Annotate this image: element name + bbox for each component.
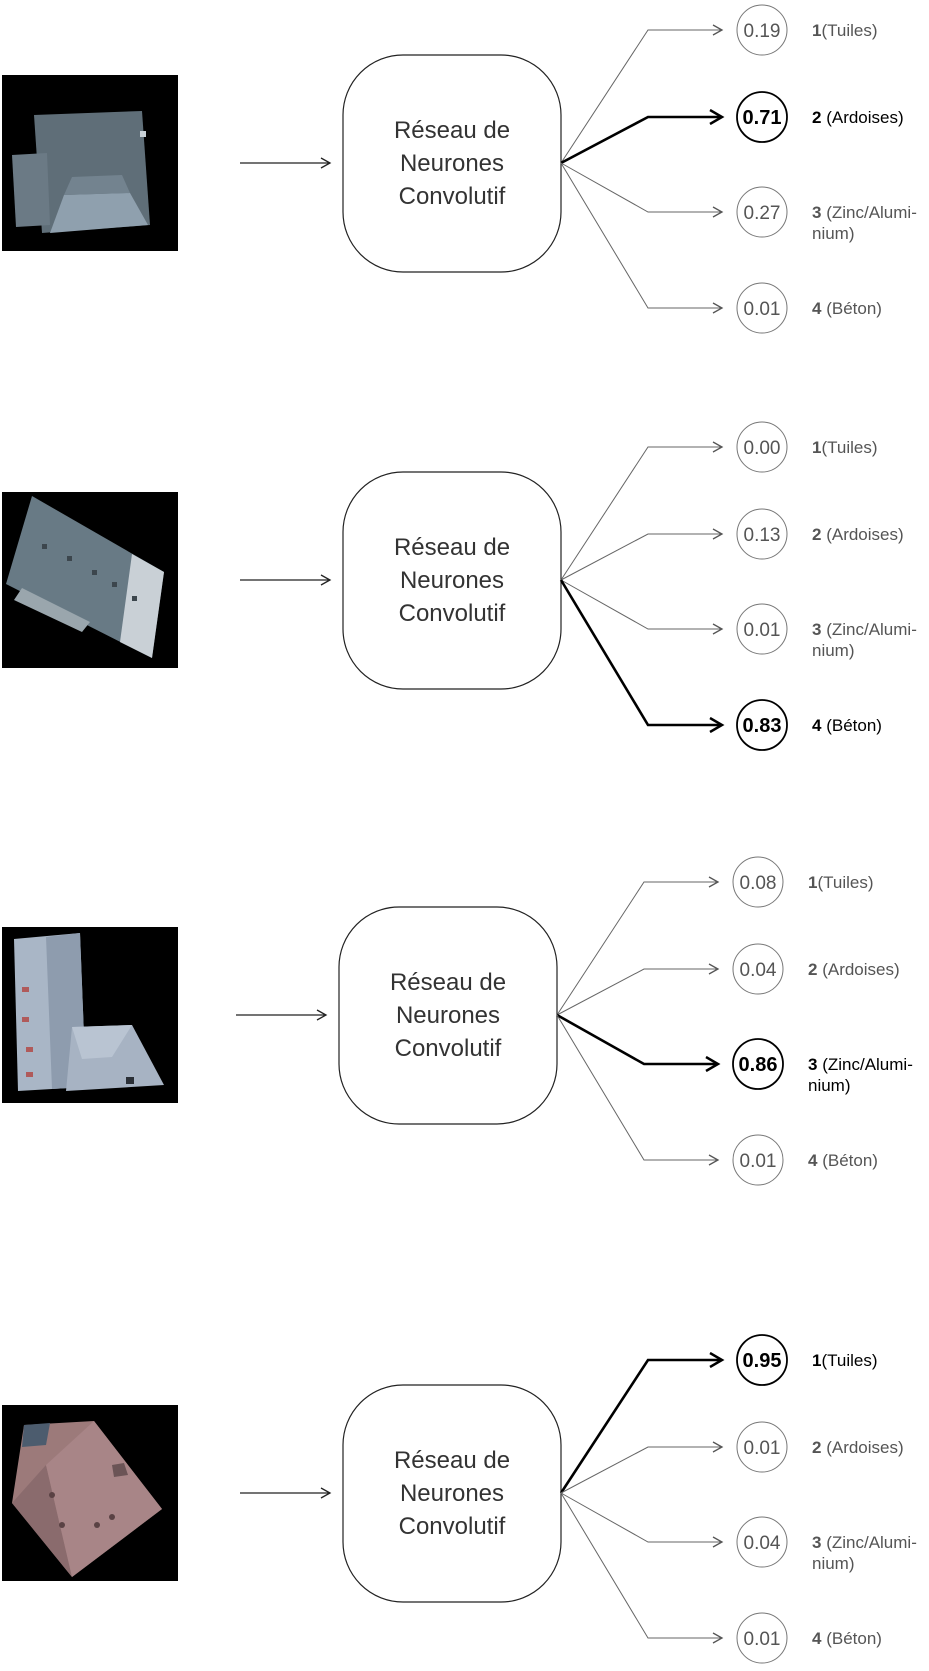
probability-value: 0.86 [739, 1054, 778, 1076]
probability-value: 0.83 [743, 715, 782, 737]
class-label: nium) [812, 224, 855, 243]
probability-value: 0.71 [743, 107, 782, 129]
probability-circle [736, 1516, 788, 1568]
probability-circle [736, 699, 788, 751]
probability-value: 0.13 [744, 525, 781, 546]
probability-circle [736, 603, 788, 655]
output-arrow [556, 1014, 720, 1166]
output-arrow [560, 579, 724, 635]
class-label: 2 (Ardoises) [812, 525, 904, 544]
roof-image [2, 927, 178, 1103]
probability-value: 0.19 [744, 21, 781, 42]
output-arrow [560, 117, 722, 165]
class-label: 3 (Zinc/Alumi- [812, 1533, 917, 1552]
output-arrow [560, 441, 724, 581]
probability-circle [732, 856, 784, 908]
class-label: 3 (Zinc/Alumi- [812, 203, 917, 222]
roof-image [2, 492, 178, 668]
output-arrow [560, 24, 724, 164]
output-arrow [560, 162, 724, 218]
class-label: nium) [808, 1076, 851, 1095]
probability-circle [736, 186, 788, 238]
class-label: 2 (Ardoises) [808, 960, 900, 979]
probability-circle [736, 1421, 788, 1473]
class-label: 4 (Béton) [812, 1629, 882, 1648]
probability-value: 0.01 [744, 1629, 781, 1650]
class-label: 1(Tuiles) [808, 873, 874, 892]
class-label: 3 (Zinc/Alumi- [812, 620, 917, 639]
probability-value: 0.01 [744, 620, 781, 641]
probability-value: 0.01 [744, 1438, 781, 1459]
output-arrow [560, 528, 724, 581]
cnn-label: Neurones [396, 1002, 500, 1029]
cnn-label: Convolutif [399, 1513, 506, 1540]
cnn-label: Neurones [400, 567, 504, 594]
probability-value: 0.08 [740, 873, 777, 894]
probability-value: 0.27 [744, 203, 781, 224]
probability-circle [732, 1038, 784, 1090]
probability-circle [736, 1612, 788, 1664]
probability-value: 0.95 [743, 1350, 782, 1372]
cnn-label: Convolutif [395, 1035, 502, 1062]
class-label: nium) [812, 641, 855, 660]
probability-circle [736, 421, 788, 473]
probability-circle [736, 91, 788, 143]
probability-circle [732, 943, 784, 995]
output-arrow [556, 1013, 718, 1064]
probability-value: 0.04 [740, 960, 777, 981]
output-arrow [556, 963, 720, 1016]
cnn-label: Convolutif [399, 183, 506, 210]
class-label: 4 (Béton) [812, 299, 882, 318]
output-arrow [560, 1492, 724, 1548]
output-arrow [559, 579, 722, 725]
cnn-label: Convolutif [399, 600, 506, 627]
cnn-label: Neurones [400, 150, 504, 177]
class-label: 4 (Béton) [808, 1151, 878, 1170]
class-label: 2 (Ardoises) [812, 1438, 904, 1457]
probability-circle [736, 282, 788, 334]
probability-circle [736, 4, 788, 56]
output-arrow [560, 1492, 724, 1644]
roof-image [2, 75, 178, 251]
output-arrow [560, 162, 724, 314]
class-label: 2 (Ardoises) [812, 108, 904, 127]
cnn-label: Réseau de [394, 1447, 510, 1474]
probability-value: 0.04 [744, 1533, 781, 1554]
cnn-label: Réseau de [394, 534, 510, 561]
class-label: 3 (Zinc/Alumi- [808, 1055, 913, 1074]
cnn-label: Neurones [400, 1480, 504, 1507]
class-label: nium) [812, 1554, 855, 1573]
probability-circle [736, 508, 788, 560]
output-arrow [556, 876, 720, 1016]
output-arrow [560, 1441, 724, 1494]
cnn-label: Réseau de [394, 117, 510, 144]
class-label: 1(Tuiles) [812, 21, 878, 40]
cnn-label: Réseau de [390, 969, 506, 996]
output-arrow [559, 1360, 722, 1494]
class-label: 1(Tuiles) [812, 438, 878, 457]
probability-value: 0.01 [744, 299, 781, 320]
probability-value: 0.00 [744, 438, 781, 459]
class-label: 4 (Béton) [812, 716, 882, 735]
probability-value: 0.01 [740, 1151, 777, 1172]
class-label: 1(Tuiles) [812, 1351, 878, 1370]
probability-circle [736, 1334, 788, 1386]
probability-circle [732, 1134, 784, 1186]
roof-image [2, 1405, 178, 1581]
